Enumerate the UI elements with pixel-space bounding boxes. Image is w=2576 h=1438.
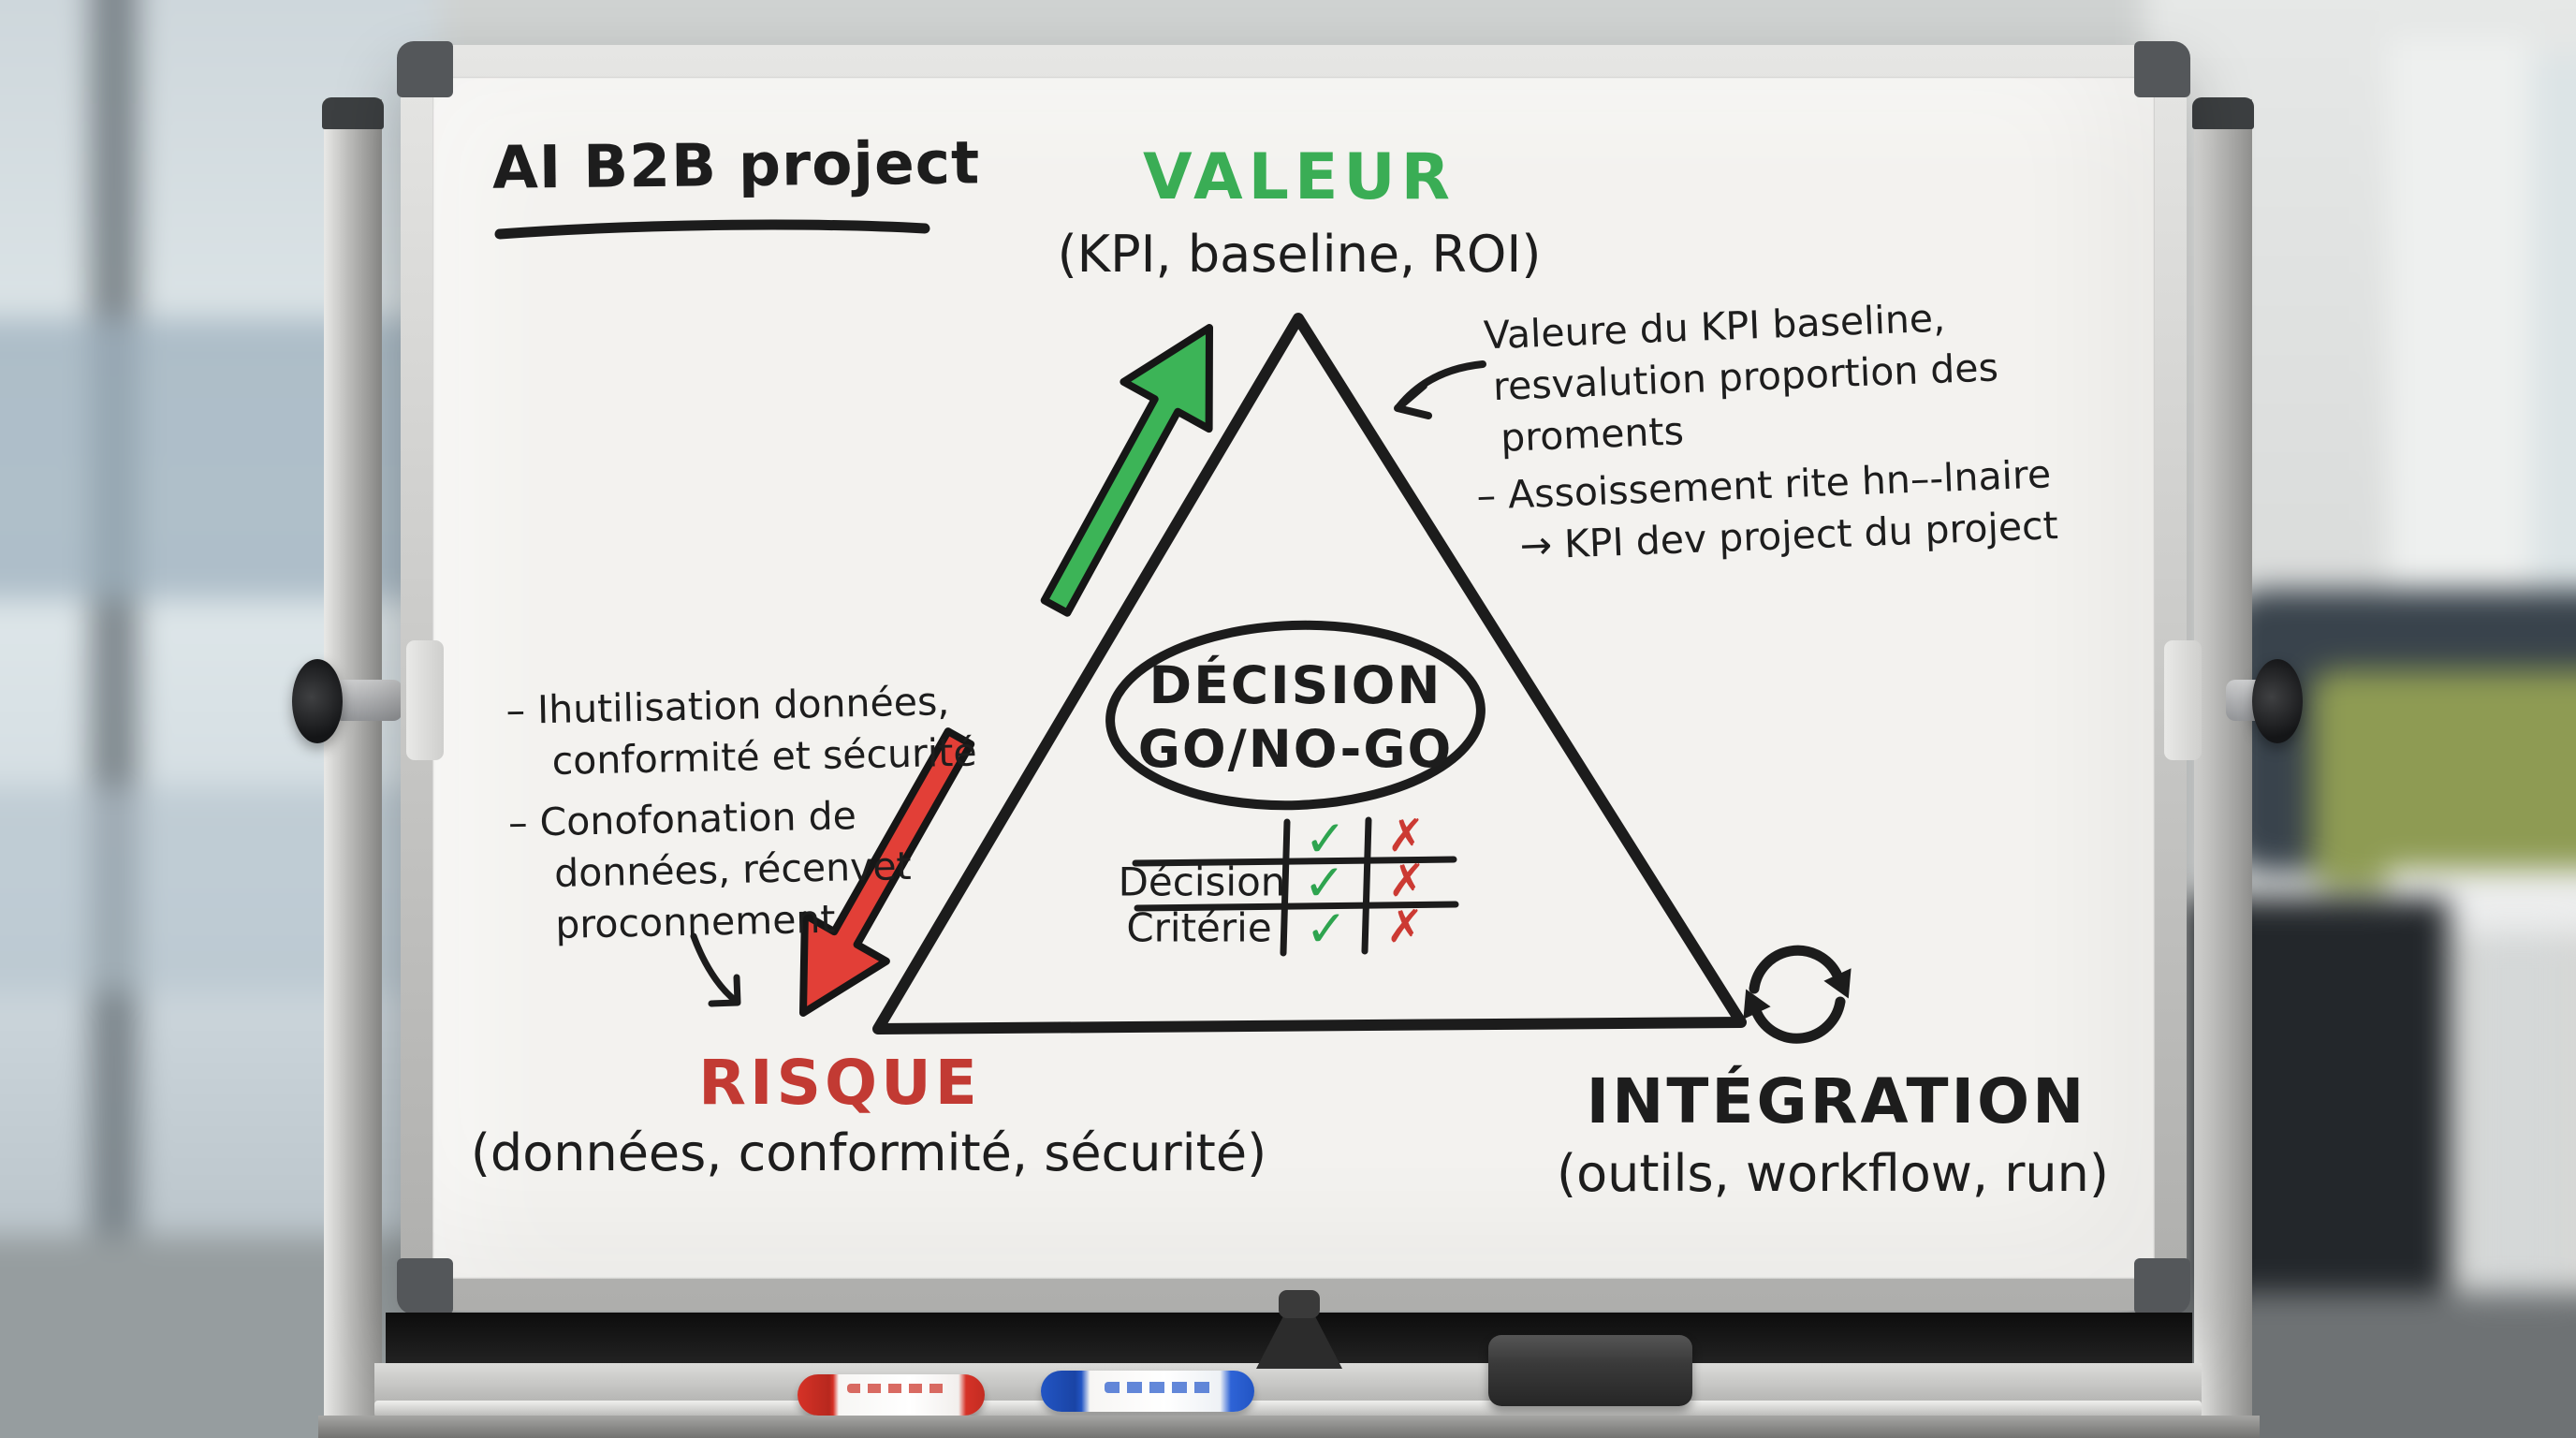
cross-icon: ✗	[1387, 855, 1427, 907]
desk-divider-green	[2312, 670, 2576, 889]
stand-post-right	[2194, 99, 2252, 1438]
stand-pivot-left	[333, 680, 402, 721]
pillar-right	[2389, 37, 2531, 655]
stand-post-right-cap	[2192, 97, 2254, 129]
check-icon: ✓	[1305, 899, 1348, 959]
cross-icon: ✗	[1386, 810, 1426, 862]
frame-corner-cap	[2134, 41, 2190, 97]
left-annotation-line: proconnement	[554, 896, 836, 947]
pivot-knob-right[interactable]	[2252, 659, 2303, 743]
risque-label: RISQUE	[698, 1047, 981, 1119]
window-mullion	[90, 0, 139, 1438]
board-title: AI B2B project	[491, 128, 981, 202]
board-eraser[interactable]	[1488, 1335, 1692, 1406]
left-annotation: – Ihutilisation données, conformité et s…	[505, 675, 981, 951]
cross-icon: ✗	[1385, 901, 1425, 953]
decision-title-line2: GO/NO-GO	[1137, 719, 1454, 779]
frame-corner-cap	[397, 41, 453, 97]
right-annotation: Valeure du KPI baseline, resvalution pro…	[1470, 288, 2059, 574]
check-icon: ✓	[1303, 853, 1346, 913]
pivot-knob-left[interactable]	[292, 659, 343, 743]
valeur-label: VALEUR	[1143, 140, 1456, 214]
left-annotation-line: données, récenvet	[553, 843, 913, 896]
table-row-label: Critérie	[1126, 904, 1272, 951]
decision-title-line1: DÉCISION	[1149, 655, 1442, 715]
frame-corner-cap	[397, 1258, 453, 1314]
frame-bracket-right	[2164, 640, 2202, 760]
flip-lock-knob[interactable]	[1279, 1290, 1320, 1318]
stand-post-left	[324, 99, 382, 1438]
check-icon: ✓	[1304, 809, 1347, 869]
stand-crossbar	[318, 1416, 2260, 1438]
integration-sublabel: (outils, workflow, run)	[1557, 1144, 2109, 1203]
frame-corner-cap	[2134, 1258, 2190, 1314]
red-marker[interactable]	[798, 1374, 985, 1416]
risque-sublabel: (données, conformité, sécurité)	[470, 1123, 1267, 1182]
valeur-sublabel: (KPI, baseline, ROI)	[1057, 225, 1542, 284]
blue-marker-label	[1105, 1382, 1217, 1393]
integration-label: INTÉGRATION	[1586, 1065, 2087, 1137]
table-row-label: Décision	[1118, 858, 1286, 905]
left-annotation-line: conformité et sécurité	[551, 729, 978, 784]
frame-bracket-left	[406, 640, 444, 760]
red-marker-label	[847, 1384, 950, 1393]
stand-post-left-cap	[322, 97, 384, 129]
window-sliver-right	[2531, 56, 2576, 599]
desk-leg-2	[2563, 932, 2576, 1301]
